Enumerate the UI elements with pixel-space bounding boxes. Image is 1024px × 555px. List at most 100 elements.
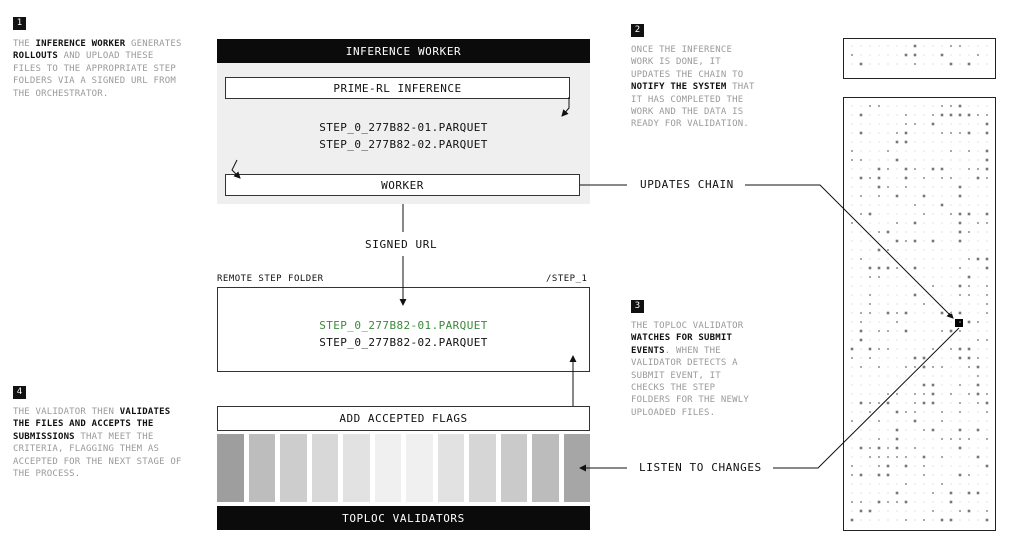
chain-dot bbox=[878, 141, 880, 143]
chain-dot bbox=[887, 321, 889, 323]
chain-dot bbox=[986, 429, 988, 431]
chain-dot bbox=[878, 483, 880, 485]
chain-dot bbox=[967, 275, 971, 279]
chain-dot bbox=[968, 195, 970, 197]
chain-dot bbox=[932, 150, 934, 152]
chain-dot bbox=[914, 483, 916, 485]
chain-dot bbox=[896, 393, 898, 395]
chain-dot bbox=[977, 447, 979, 449]
chain-dot bbox=[941, 240, 943, 242]
chain-dot bbox=[923, 204, 925, 206]
chain-dot bbox=[913, 266, 917, 270]
chain-dot bbox=[914, 114, 916, 116]
chain-dot bbox=[950, 168, 952, 170]
chain-dot bbox=[878, 105, 880, 107]
chain-dot bbox=[896, 285, 898, 287]
chain-dot bbox=[905, 303, 907, 305]
chain-dot bbox=[887, 114, 889, 116]
chain-dot bbox=[986, 438, 988, 440]
chain-dot bbox=[977, 402, 979, 404]
chain-dot bbox=[950, 348, 952, 350]
note-line: THE VALIDATOR THEN VALIDATES bbox=[13, 406, 213, 418]
chain-dot bbox=[905, 249, 907, 251]
chain-dot bbox=[950, 402, 952, 404]
chain-dot bbox=[923, 312, 925, 314]
chain-dot bbox=[905, 492, 907, 494]
chain-dot bbox=[959, 249, 961, 251]
chain-dot bbox=[932, 231, 934, 233]
chain-dot bbox=[986, 186, 988, 188]
chain-dot bbox=[896, 420, 898, 422]
note-text: THE TOPLOC VALIDATOR bbox=[631, 321, 744, 331]
listen-to-changes-label: LISTEN TO CHANGES bbox=[636, 461, 765, 474]
chain-dot bbox=[923, 267, 925, 269]
chain-dot bbox=[851, 465, 853, 467]
chain-dot bbox=[851, 321, 853, 323]
chain-dot bbox=[896, 258, 898, 260]
chain-dot bbox=[914, 177, 916, 179]
chain-dot bbox=[959, 321, 961, 323]
chain-dot bbox=[851, 114, 853, 116]
chain-dot bbox=[887, 393, 889, 395]
chain-dot bbox=[914, 393, 916, 395]
chain-dot bbox=[905, 357, 907, 359]
chain-dot bbox=[977, 240, 979, 242]
chain-dot bbox=[959, 501, 961, 503]
chain-dot bbox=[958, 113, 962, 117]
chain-dot bbox=[923, 132, 925, 134]
chain-dot bbox=[895, 410, 899, 414]
chain-dot bbox=[923, 141, 925, 143]
chain-dot bbox=[878, 213, 880, 215]
step-path-label: /STEP_1 bbox=[546, 274, 588, 284]
note-text: THE ORCHESTRATOR. bbox=[13, 88, 109, 99]
chain-dot bbox=[895, 140, 899, 144]
chain-dot bbox=[968, 159, 970, 161]
chain-dot bbox=[977, 348, 979, 350]
chain-dot bbox=[949, 518, 953, 522]
chain-dot bbox=[922, 365, 926, 369]
chain-dot bbox=[941, 330, 943, 332]
chain-dot bbox=[869, 483, 871, 485]
chain-dot bbox=[860, 45, 862, 47]
chain-dot bbox=[869, 204, 871, 206]
chain-dot bbox=[977, 132, 979, 134]
chain-dot bbox=[905, 519, 907, 521]
chain-dot bbox=[913, 53, 917, 57]
note-line: UPLOADED FILES. bbox=[631, 407, 781, 419]
chain-dot bbox=[878, 384, 880, 386]
chain-dot bbox=[887, 159, 889, 161]
chain-dot bbox=[914, 438, 916, 440]
chain-dot bbox=[985, 122, 989, 126]
chain-dot bbox=[950, 45, 952, 47]
chain-dot bbox=[851, 438, 853, 440]
chain-dot bbox=[860, 321, 862, 323]
chain-dot bbox=[887, 213, 889, 215]
chain-dot bbox=[950, 456, 952, 458]
chain-dot bbox=[923, 231, 925, 233]
chain-dot bbox=[905, 159, 907, 161]
chain-dot bbox=[950, 177, 952, 179]
chain-dot bbox=[914, 411, 916, 413]
chain-dot bbox=[896, 213, 898, 215]
step-1-badge: 1 bbox=[13, 17, 26, 30]
chain-dot bbox=[860, 438, 862, 440]
chain-dot bbox=[923, 258, 925, 260]
chain-dot bbox=[904, 500, 908, 504]
chain-dot bbox=[860, 348, 862, 350]
chain-dot bbox=[959, 123, 961, 125]
chain-dot bbox=[959, 465, 961, 467]
chain-dot bbox=[950, 465, 952, 467]
chain-dot bbox=[968, 54, 970, 56]
chain-dot bbox=[941, 456, 943, 458]
chain-dot bbox=[941, 186, 943, 188]
chain-dot bbox=[851, 276, 853, 278]
chain-dot bbox=[869, 465, 871, 467]
note-line: FILES TO THE APPROPRIATE STEP bbox=[13, 63, 213, 75]
chain-dot bbox=[860, 492, 862, 494]
chain-dot bbox=[895, 446, 899, 450]
chain-dot bbox=[878, 204, 880, 206]
chain-dot bbox=[896, 312, 898, 314]
chain-dot bbox=[877, 176, 881, 180]
chain-dot bbox=[859, 176, 863, 180]
